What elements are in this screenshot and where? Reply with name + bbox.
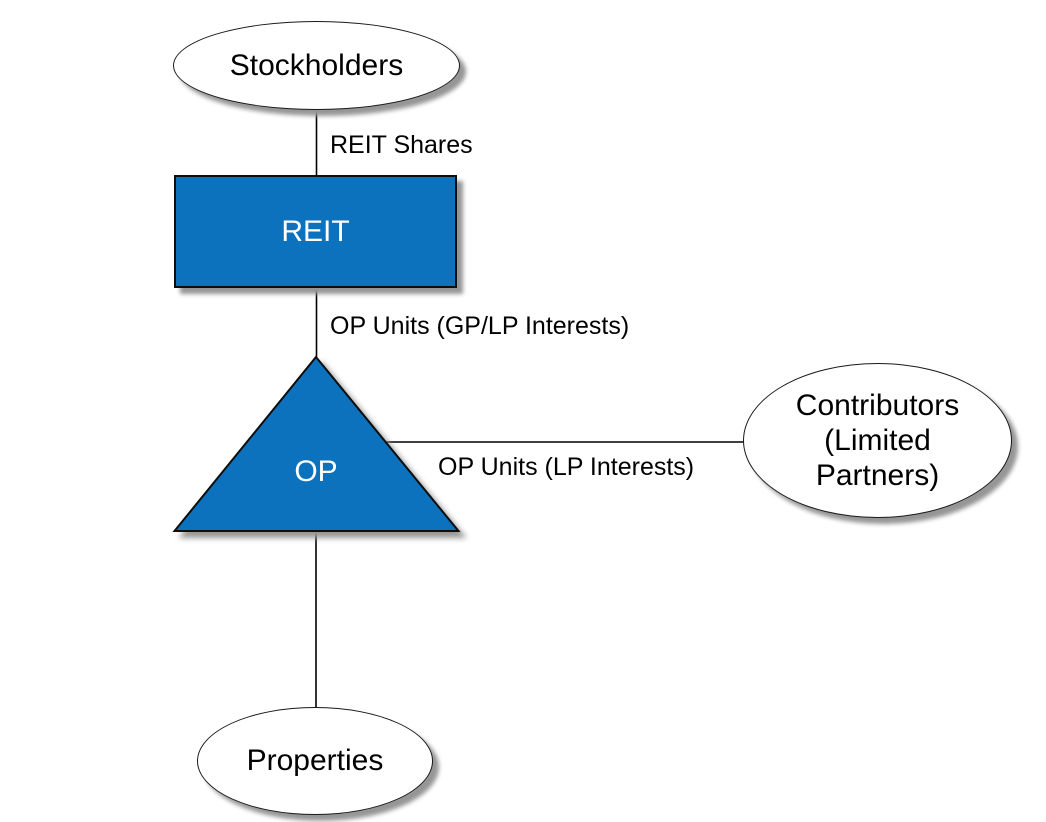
contributors-label-line1: Contributors xyxy=(795,389,960,422)
op-triangle-shape xyxy=(172,355,461,532)
op-label: OP xyxy=(294,455,338,488)
edge-label-op-units-gp-lp: OP Units (GP/LP Interests) xyxy=(330,312,630,340)
stockholders-label: Stockholders xyxy=(229,48,404,82)
node-reit: REIT xyxy=(174,175,457,288)
edge-label-op-units-lp: OP Units (LP Interests) xyxy=(438,453,695,481)
properties-label: Properties xyxy=(246,744,384,777)
contributors-label: Contributors (Limited Partners) xyxy=(796,388,959,493)
edge-label-reit-shares: REIT Shares xyxy=(330,131,473,159)
node-stockholders: Stockholders xyxy=(173,21,460,110)
node-contributors: Contributors (Limited Partners) xyxy=(743,363,1012,518)
node-properties: Properties xyxy=(197,707,433,815)
contributors-label-line2: (Limited xyxy=(824,424,931,457)
contributors-label-line3: Partners) xyxy=(815,459,940,492)
reit-label: REIT xyxy=(281,214,350,248)
